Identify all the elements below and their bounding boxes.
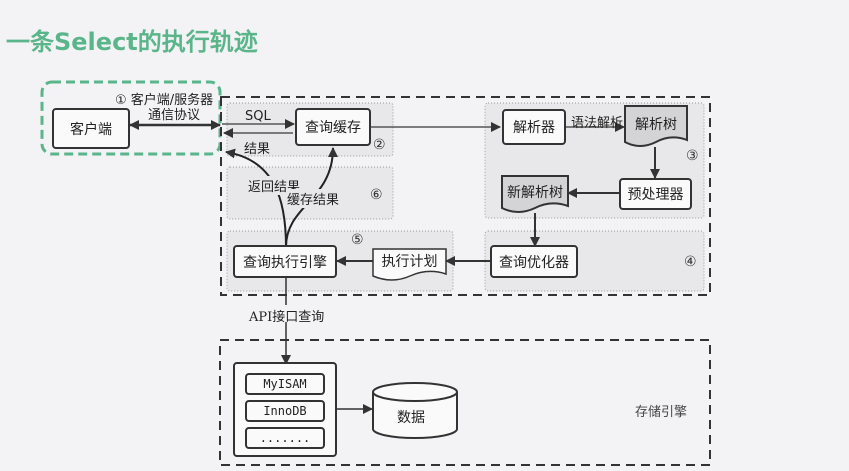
api-query-label: API接口查询 bbox=[249, 310, 325, 325]
data-label: 数据 bbox=[397, 410, 425, 426]
engine-more[interactable]: ....... bbox=[245, 427, 325, 449]
storage-boundary bbox=[219, 339, 711, 466]
server-boundary bbox=[220, 96, 711, 296]
new-parse-tree-label: 新解析树 bbox=[507, 185, 563, 201]
step-3: ③ bbox=[686, 148, 699, 164]
exec-plan-doc bbox=[372, 248, 447, 281]
step-4: ④ bbox=[684, 254, 697, 270]
client-node[interactable]: 客户端 bbox=[52, 108, 130, 149]
data-cylinder bbox=[372, 392, 458, 439]
cache-result-label: 缓存结果 bbox=[287, 189, 340, 208]
engine-myisam[interactable]: MyISAM bbox=[245, 373, 325, 395]
engine-innodb[interactable]: InnoDB bbox=[245, 400, 325, 422]
new-parse-tree-doc bbox=[501, 175, 569, 213]
step-6: ⑥ bbox=[370, 187, 383, 203]
parse-tree-doc bbox=[624, 105, 688, 147]
protocol-label-2: 通信协议 bbox=[148, 108, 201, 123]
step-5: ⑤ bbox=[351, 232, 364, 248]
parse-tree-label: 解析树 bbox=[635, 117, 677, 133]
step-2: ② bbox=[373, 137, 386, 153]
query-cache-node[interactable]: 查询缓存 bbox=[295, 108, 371, 146]
parser-node[interactable]: 解析器 bbox=[502, 109, 566, 145]
exec-plan-label: 执行计划 bbox=[381, 254, 438, 270]
storage-engine-label: 存储引擎 bbox=[635, 405, 688, 420]
syntax-parse-label: 语法解析 bbox=[571, 116, 624, 131]
result-label: 结果 bbox=[244, 142, 271, 157]
protocol-label-1: ① 客户端/服务器 bbox=[115, 93, 214, 108]
sql-label: SQL bbox=[245, 109, 271, 124]
preprocessor-node[interactable]: 预处理器 bbox=[619, 178, 692, 210]
exec-engine-node[interactable]: 查询执行引擎 bbox=[233, 245, 337, 278]
optimizer-node[interactable]: 查询优化器 bbox=[490, 245, 578, 278]
page-title: 一条Select的执行轨迹 bbox=[6, 28, 258, 56]
